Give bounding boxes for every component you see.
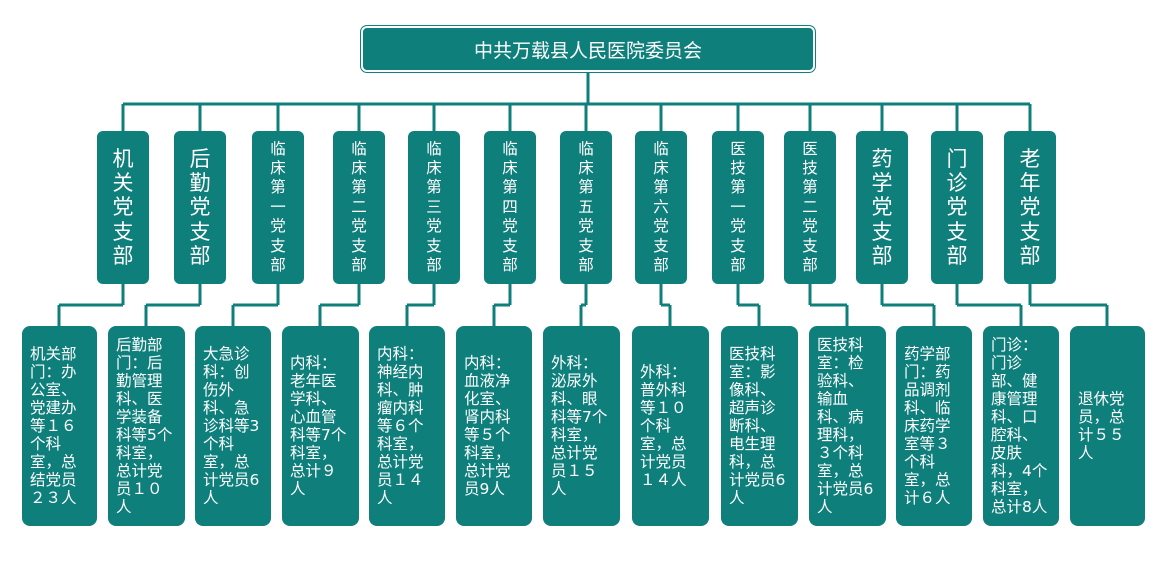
branch-node-linchuang-3: 临床第三党支部 [408, 131, 460, 284]
branch-label: 临床第六党支部 [653, 139, 669, 274]
leaf-node-laonian: 退休党员，总计５５人 [1070, 326, 1145, 526]
leaf-node-linchuang-2: 内科：老年医学科、心血管科等7个科室，总计９人 [282, 326, 359, 526]
leaf-label: 后勤部门：后勤管理科、医学装备科等5个科室，总计党员１０人 [116, 336, 173, 516]
branch-node-linchuang-2: 临床第二党支部 [333, 131, 385, 284]
leaf-label: 外科：普外科等１０个科室，总计党员１４人 [640, 363, 687, 489]
leaf-label: 内科：老年医学科、心血管科等7个科室，总计９人 [290, 354, 347, 498]
branch-node-linchuang-6: 临床第六党支部 [635, 131, 687, 284]
branch-label: 老年党支部 [1019, 147, 1041, 268]
leaf-node-jiguan: 机关部门：办公室、党建办等１６个科室，总结党员２３人 [22, 326, 97, 526]
root-label: 中共万载县人民医院委员会 [473, 39, 702, 62]
branch-node-yiji-1: 医技第一党支部 [712, 131, 764, 284]
branch-node-linchuang-4: 临床第四党支部 [484, 131, 536, 284]
branch-node-menzhen: 门诊党支部 [931, 131, 983, 284]
branch-label: 临床第一党支部 [270, 139, 286, 274]
leaf-node-linchuang-3: 内科：神经内科、肿瘤内科等６个科室，总计党员１４人 [369, 326, 445, 526]
branch-label: 临床第五党支部 [578, 139, 594, 274]
branch-label: 临床第二党支部 [351, 139, 367, 274]
leaf-node-linchuang-1: 大急诊科：创伤外科、急诊科等3个科室，总计党员6人 [195, 326, 271, 526]
branch-node-yaoxue: 药学党支部 [856, 131, 908, 284]
leaf-node-menzhen: 门诊：门诊部、健康管理科、口腔科、皮肤科，4个科室，总计8人 [983, 326, 1059, 526]
branch-label: 机关党支部 [112, 147, 134, 268]
leaf-label: 机关部门：办公室、党建办等１６个科室，总结党员２３人 [30, 345, 77, 507]
leaf-label: 门诊：门诊部、健康管理科、口腔科、皮肤科，4个科室，总计8人 [991, 336, 1048, 516]
leaf-node-yiji-1: 医技科室：影像科、超声诊断科、电生理科，总计党员6人 [721, 326, 798, 526]
leaf-label: 外科：泌尿外科、眼科等7个科室，总计党员１５人 [551, 354, 608, 498]
branch-label: 医技第二党支部 [802, 139, 818, 274]
leaf-label: 内科：血液净化室、肾内科等５个科室，总计党员9人 [464, 354, 511, 498]
branch-node-linchuang-1: 临床第一党支部 [252, 131, 304, 284]
branch-node-jiguan: 机关党支部 [97, 131, 149, 284]
leaf-node-houqin: 后勤部门：后勤管理科、医学装备科等5个科室，总计党员１０人 [108, 326, 185, 526]
root-committee-node: 中共万载县人民医院委员会 [361, 26, 815, 72]
leaf-label: 内科：神经内科、肿瘤内科等６个科室，总计党员１４人 [377, 345, 424, 507]
branch-label: 药学党支部 [871, 147, 893, 268]
leaf-node-linchuang-6: 外科：普外科等１０个科室，总计党员１４人 [632, 326, 709, 526]
branch-label: 后勤党支部 [189, 147, 211, 268]
leaf-node-yaoxue: 药学部门：药品调剂科、临床药学室等３个科室，总计６人 [896, 326, 972, 526]
leaf-label: 大急诊科：创伤外科、急诊科等3个科室，总计党员6人 [203, 345, 260, 507]
leaf-label: 药学部门：药品调剂科、临床药学室等３个科室，总计６人 [904, 345, 951, 507]
leaf-node-linchuang-4: 内科：血液净化室、肾内科等５个科室，总计党员9人 [456, 326, 532, 526]
branch-label: 临床第三党支部 [426, 139, 442, 274]
branch-node-linchuang-5: 临床第五党支部 [560, 131, 612, 284]
branch-node-houqin: 后勤党支部 [174, 131, 226, 284]
branch-label: 门诊党支部 [946, 147, 968, 268]
leaf-node-linchuang-5: 外科：泌尿外科、眼科等7个科室，总计党员１５人 [543, 326, 620, 526]
leaf-label: 医技科室：影像科、超声诊断科、电生理科，总计党员6人 [729, 345, 786, 507]
leaf-node-yiji-2: 医技科室：检验科、输血科、病理科，３个科室，总计党员6人 [809, 326, 886, 526]
branch-node-yiji-2: 医技第二党支部 [784, 131, 836, 284]
leaf-label: 退休党员，总计５５人 [1078, 390, 1125, 462]
branch-label: 临床第四党支部 [502, 139, 518, 274]
branch-node-laonian: 老年党支部 [1004, 131, 1056, 284]
leaf-label: 医技科室：检验科、输血科、病理科，３个科室，总计党员6人 [817, 336, 874, 516]
branch-label: 医技第一党支部 [730, 139, 746, 274]
